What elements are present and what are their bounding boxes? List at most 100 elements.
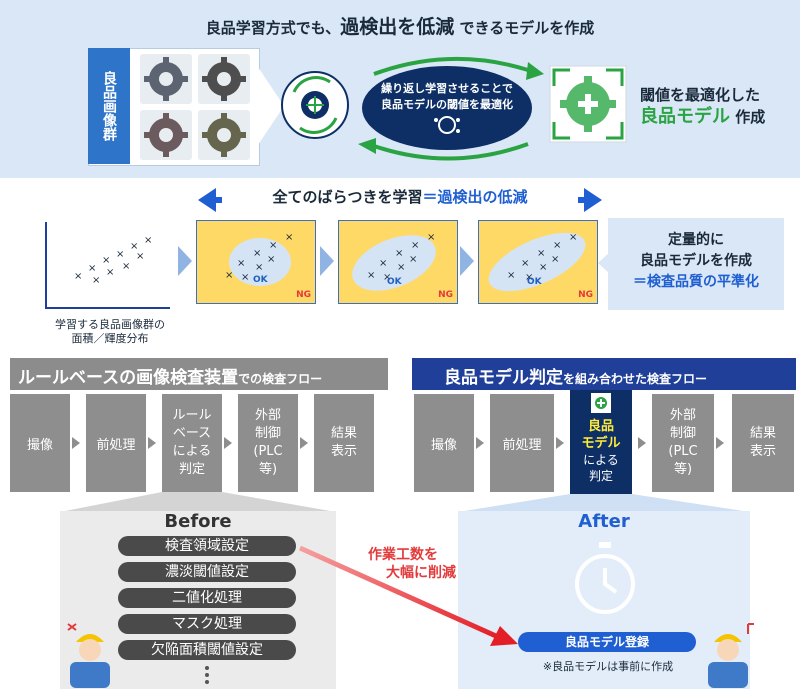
data-point: × <box>553 240 562 251</box>
before-step-5: 欠陥面積閾値設定 <box>118 640 296 660</box>
after-panel: After <box>458 511 750 689</box>
target-gear-icon <box>281 71 349 139</box>
flow-step-rule-judgement: ルール ベース による 判定 <box>162 394 222 492</box>
data-point: × <box>253 248 262 259</box>
learning-stage-3: × × × × × × × × OK NG <box>478 220 598 304</box>
flow-step-preprocess: 前処理 <box>86 394 146 492</box>
flow-arrow <box>300 437 308 449</box>
ai-brain-icon <box>434 116 460 134</box>
ok-label: OK <box>253 275 268 285</box>
model-step-highlight: 良品 モデル <box>581 419 621 451</box>
before-step-1: 検査領域設定 <box>118 536 296 556</box>
data-point: × <box>237 258 246 269</box>
reduction-line-2: 大幅に削減 <box>386 565 456 581</box>
data-point: × <box>285 232 294 243</box>
callout-pointer <box>598 252 610 274</box>
data-point: × <box>367 270 376 281</box>
gear-icon <box>140 110 192 160</box>
gear-icon <box>198 110 250 160</box>
ok-label: OK <box>387 277 402 287</box>
data-point: × <box>537 248 546 259</box>
quantitative-box: 定量的に 良品モデルを作成 ＝検査品質の平準化 <box>608 218 784 310</box>
step-label: 前処理 <box>96 437 136 453</box>
top-title: 良品学習方式でも、過検出を低減 できるモデルを作成 <box>0 12 800 39</box>
gear-panel-label: 良品画像群 <box>88 48 130 164</box>
gear-icon <box>140 54 192 104</box>
data-point: × <box>397 262 406 273</box>
oval-line-2: 良品モデルの閾値を最適化 <box>381 98 513 111</box>
data-point: × <box>551 254 560 265</box>
flow-step-result: 結果 表示 <box>732 394 794 492</box>
data-point: × <box>409 254 418 265</box>
worker-happy-icon <box>708 623 754 688</box>
flow-arrow <box>716 437 724 449</box>
reduction-arrow <box>298 545 518 646</box>
good-model-small-icon <box>591 393 611 413</box>
model-flow-header-main: 良品モデル判定 <box>444 368 563 388</box>
gear-images <box>140 54 250 160</box>
flow-step-preprocess: 前処理 <box>490 394 554 492</box>
flow-step-capture: 撮像 <box>10 394 70 492</box>
rule-based-flow-header: ルールベースの画像検査装置での検査フロー <box>10 358 388 390</box>
distribution-axes <box>45 222 170 309</box>
data-point: × <box>427 232 436 243</box>
model-caption-post: 作成 <box>730 108 766 126</box>
quant-line-2: 良品モデルを作成 <box>640 253 752 269</box>
flow-step-capture: 撮像 <box>414 394 474 492</box>
before-step-3: 二値化処理 <box>118 588 296 608</box>
top-section: 良品学習方式でも、過検出を低減 できるモデルを作成 良品画像群 <box>0 0 800 178</box>
before-title: Before <box>164 511 232 532</box>
flow-arrow <box>476 437 484 449</box>
data-point: × <box>225 270 234 281</box>
top-title-pre: 良品学習方式でも、 <box>205 19 341 37</box>
gear-icon <box>198 54 250 104</box>
variation-banner: 全てのばらつきを学習＝過検出の低減 <box>222 186 578 212</box>
rule-flow-header-main: ルールベースの画像検査装置 <box>18 368 239 388</box>
learning-stage-1: × × × × × × × × OK NG <box>196 220 316 304</box>
banner-post: ＝過検出の低減 <box>422 188 528 206</box>
data-point: × <box>122 261 131 272</box>
flow-arrow <box>72 437 80 449</box>
flow-step-external-control: 外部 制御 (PLC 等) <box>652 394 714 492</box>
data-point: × <box>144 235 153 246</box>
data-point: × <box>379 258 388 269</box>
data-point: × <box>88 263 97 274</box>
ok-label: OK <box>527 277 542 287</box>
distribution-points: × × × × × × × × × × <box>44 222 170 308</box>
data-point: × <box>267 254 276 265</box>
learning-stage-2: × × × × × × × × OK NG <box>338 220 458 304</box>
model-caption: 閾値を最適化した 良品モデル 作成 <box>640 84 765 128</box>
data-point: × <box>569 232 578 243</box>
ng-label: NG <box>438 290 453 300</box>
flow-step-model-judgement: 良品 モデル による 判定 <box>570 390 632 494</box>
step-label: 結果 表示 <box>330 426 357 459</box>
data-point: × <box>102 255 111 266</box>
data-point: × <box>92 275 101 286</box>
ng-label: NG <box>578 290 593 300</box>
data-point: × <box>74 271 83 282</box>
data-point: × <box>525 272 534 283</box>
step-label: 外部 制御 (PLC 等) <box>668 408 698 477</box>
banner-pre: 全てのばらつきを学習 <box>272 188 423 206</box>
before-funnel <box>60 492 336 512</box>
flow-step-result: 結果 表示 <box>314 394 374 492</box>
step-label: 撮像 <box>430 437 457 453</box>
flow-arrow <box>224 437 232 449</box>
data-point: × <box>255 262 264 273</box>
step-label: 外部 制御 (PLC 等) <box>253 408 283 477</box>
chevron-right-icon <box>256 64 284 148</box>
data-point: × <box>521 258 530 269</box>
after-title: After <box>578 511 630 532</box>
quant-line-3: ＝検査品質の平準化 <box>633 274 759 290</box>
after-note: ※良品モデルは事前に作成 <box>542 660 674 673</box>
data-point: × <box>507 270 516 281</box>
data-point: × <box>411 240 420 251</box>
stopwatch-icon <box>575 542 635 614</box>
distribution-caption-line-2: 面積／輝度分布 <box>71 332 149 345</box>
register-model-button[interactable]: 良品モデル登録 <box>518 632 696 652</box>
reduction-line-1: 作業工数を <box>368 547 438 563</box>
data-point: × <box>383 272 392 283</box>
model-caption-line-1: 閾値を最適化した <box>640 86 761 104</box>
model-caption-highlight: 良品モデル <box>640 106 730 127</box>
data-point: × <box>116 249 125 260</box>
